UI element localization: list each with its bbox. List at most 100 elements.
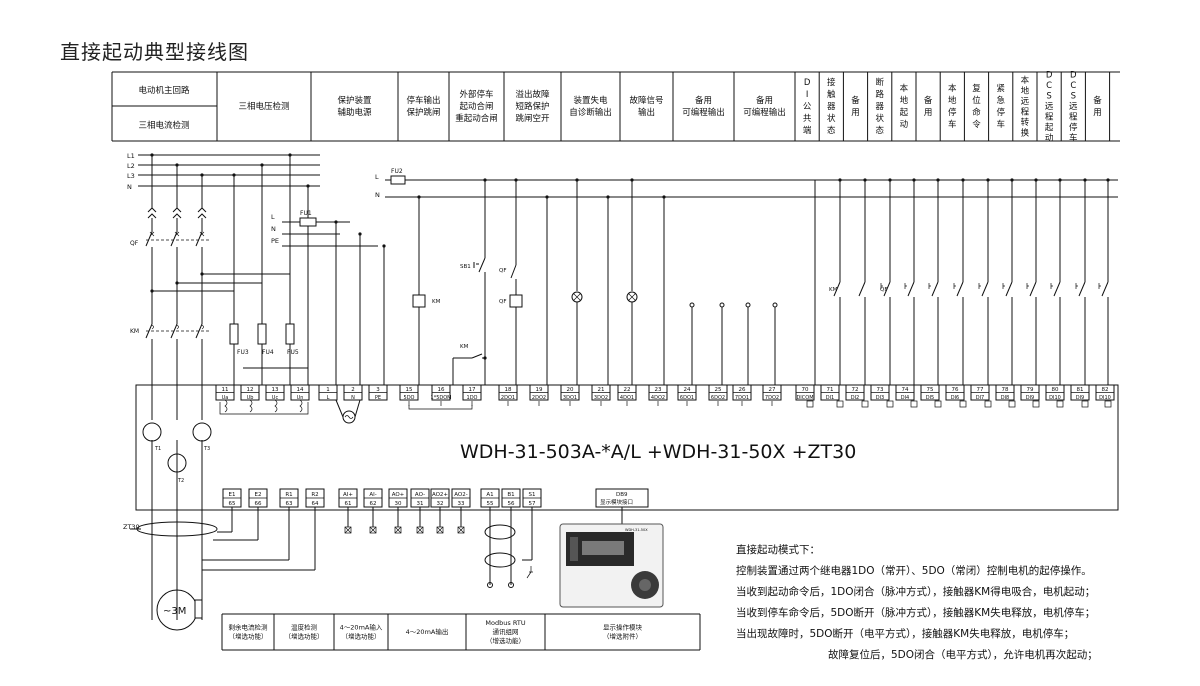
supply-wire <box>335 399 344 418</box>
di-switch-icon <box>1029 281 1037 297</box>
terminal-signal: AO- <box>415 492 425 498</box>
header-cell-label: 备用 <box>756 95 773 106</box>
header-vcell-char: 车 <box>948 119 957 130</box>
terminal-signal: DI10 <box>1049 395 1061 401</box>
bottom-terminal-strip: E165E266R163R264AI+61AI-62AO+30AO-31AO2+… <box>222 488 542 508</box>
io-terminal-x <box>369 526 377 534</box>
top-terminal-strip: 11Ua12Ub13Uc14Un1L2N3PE155DO161*5DOM171D… <box>215 384 1115 401</box>
terminal-signal: DI1 <box>826 395 835 401</box>
di-input-mark <box>886 400 894 408</box>
terminal-number: 22 <box>624 387 631 393</box>
terminal-number: 27 <box>769 387 776 393</box>
junction-dot <box>961 178 965 182</box>
terminal-number: 79 <box>1027 387 1034 393</box>
terminal-signal: DI9 <box>1076 395 1085 401</box>
di-switch-icon <box>1078 281 1086 297</box>
header-cell-label: 输出 <box>638 107 655 118</box>
terminal-number: 1 <box>326 387 330 393</box>
io-terminal-icon <box>394 526 402 534</box>
header-vcell-char: 程 <box>1021 107 1030 117</box>
header-vcell-char: 备 <box>851 95 860 106</box>
terminal-signal: 2DO1 <box>501 395 515 401</box>
di-switch-icon <box>981 281 989 297</box>
label-t3: T3 <box>203 446 210 452</box>
header-vcell-char: D <box>1046 71 1053 81</box>
junction-dot <box>334 220 338 224</box>
ctl-label-n: N <box>375 191 380 199</box>
terminal-signal: E2 <box>255 492 262 498</box>
terminal-signal: PE <box>375 395 381 401</box>
aux-label-n: N <box>271 225 276 233</box>
terminal-signal: 2DO2 <box>532 395 546 401</box>
footer-cell-label: （增选功能） <box>486 636 525 645</box>
footer-cell-label: 显示操作模块 <box>603 623 643 632</box>
rs485-end-icon <box>487 582 493 588</box>
header-vcell-char: 令 <box>972 119 981 130</box>
terminal-number: 62 <box>370 501 377 507</box>
terminal-number: 2 <box>351 387 355 393</box>
wiring-lines <box>130 153 1118 631</box>
di-button-icon <box>1026 283 1029 289</box>
terminal-number: 76 <box>952 387 959 393</box>
notes-line: 当出现故障时，5DO断开（电平方式），接触器KM失电释放，电机停车； <box>736 628 1075 640</box>
terminal-signal: DI7 <box>976 395 985 401</box>
terminal-signal: 4DO1 <box>620 395 634 401</box>
di-input-mark <box>984 400 992 408</box>
header-vcell-char: 复 <box>972 83 981 94</box>
terminal-number: 14 <box>297 387 304 393</box>
junction-dot <box>1058 178 1062 182</box>
terminal-signal: 3DO2 <box>594 395 608 401</box>
bottom-terminal: AI+61 <box>338 488 358 508</box>
terminal-signal: 3DO1 <box>563 395 577 401</box>
junction-dot <box>306 184 310 188</box>
di-input-mark <box>1056 400 1064 408</box>
footer-cell-label: 4～20mA输入 <box>340 623 383 632</box>
header-vcell: 备用 <box>851 95 860 118</box>
coil-symbol-icon <box>274 399 278 413</box>
top-terminal: 2N <box>343 384 363 401</box>
cable-shield-icon <box>484 552 516 568</box>
terminal-number: 12 <box>247 387 254 393</box>
terminal-number: 66 <box>255 501 262 507</box>
junction-dot <box>417 195 421 199</box>
header-cell-label: 停车输出 <box>406 95 440 106</box>
header-cell-label: 故障信号 <box>629 95 663 106</box>
ctl-label-l: L <box>375 173 379 181</box>
open-terminal-icon <box>772 302 778 308</box>
di-button-icon <box>928 283 931 289</box>
di-input-mark <box>934 400 942 408</box>
ct-l2-icon <box>167 453 187 473</box>
arrow-icon <box>197 207 207 219</box>
terminal-number: 65 <box>229 501 236 507</box>
terminal-number: 82 <box>1102 387 1109 393</box>
function-footer-table: 剩余电流检测（增选功能）温度检测（增选功能）4～20mA输入（增选功能）4～20… <box>221 613 701 651</box>
header-cell-label: 溢出故障 <box>515 89 550 100</box>
aux-label-l: L <box>271 213 275 221</box>
junction-dot <box>606 195 610 199</box>
terminal-number: 33 <box>458 501 465 507</box>
junction-dot <box>232 173 236 177</box>
terminal-signal: L <box>327 395 330 401</box>
header-cell-label: 装置失电 <box>573 95 608 106</box>
io-terminal-x <box>416 526 424 534</box>
io-terminal-icon <box>436 526 444 534</box>
db9-connector: DB9 显示模块接口 <box>595 488 649 508</box>
terminal-signal: AO+ <box>392 492 405 498</box>
breaker-x-icon <box>174 231 180 237</box>
terminal-signal: Ua <box>222 395 229 401</box>
header-vcell-char: C <box>1070 81 1076 91</box>
terminal-number: 24 <box>684 387 691 393</box>
terminal-signal: 5DO <box>404 395 415 401</box>
label-km-contact: KM <box>460 344 469 350</box>
terminal-number: 32 <box>437 501 444 507</box>
bus-label-n: N <box>127 183 132 191</box>
